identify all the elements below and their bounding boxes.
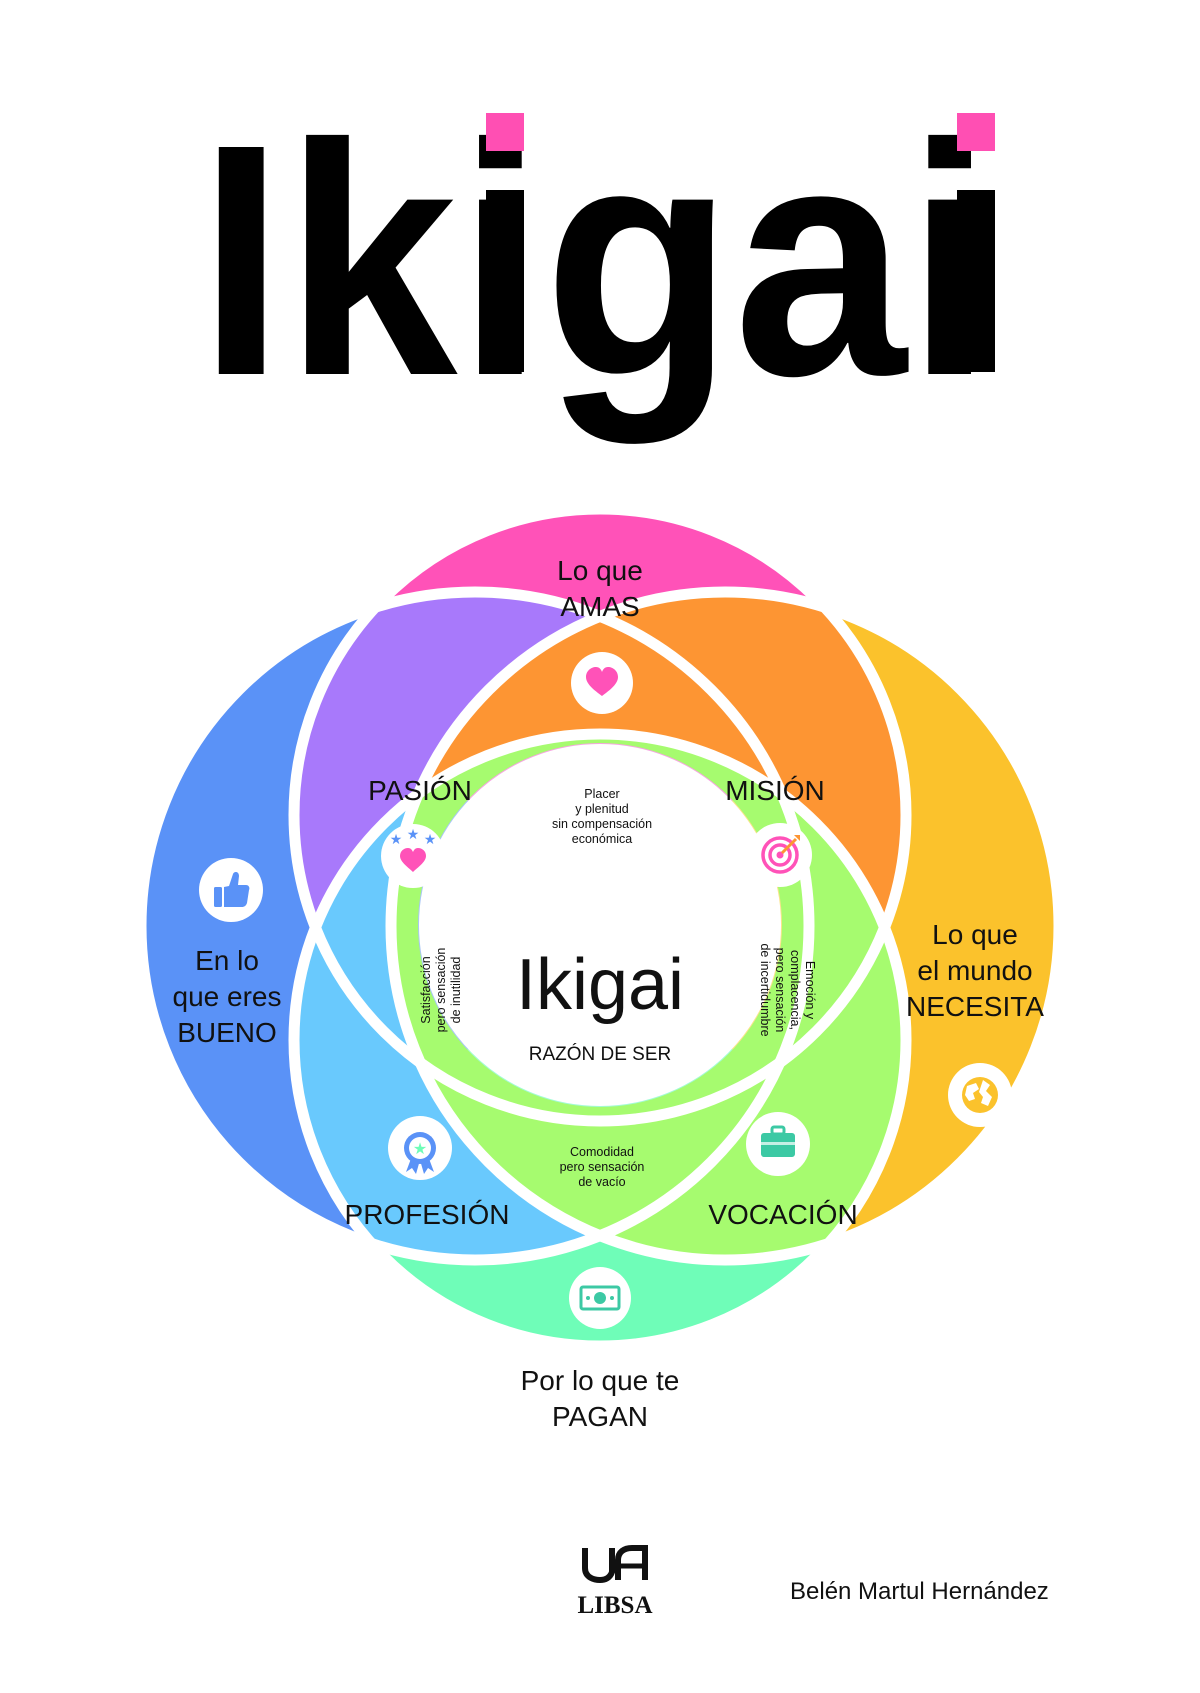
- triad-right-line: de incertidumbre: [758, 943, 772, 1036]
- label-top: Lo que AMAS: [557, 555, 643, 622]
- globe-icon: [948, 1063, 1012, 1127]
- title-accent-dot: [486, 113, 524, 151]
- briefcase-icon: [746, 1112, 810, 1176]
- label-pasion: PASIÓN: [368, 775, 472, 806]
- triad-top-text: Placer y plenitud sin compensación econó…: [552, 787, 652, 846]
- title-stem-i: [957, 190, 995, 372]
- thumbs-up-icon: [199, 858, 263, 922]
- label-right-line3: NECESITA: [906, 991, 1044, 1022]
- label-profesion: PROFESIÓN: [345, 1199, 510, 1230]
- triad-top-line: Placer: [584, 787, 619, 801]
- label-left-line1: En lo: [195, 945, 259, 976]
- center-subtitle: RAZÓN DE SER: [529, 1043, 672, 1065]
- stars-heart-icon: ★ ★ ★: [381, 824, 445, 888]
- money-icon: [569, 1267, 631, 1329]
- label-top-line2: AMAS: [560, 591, 639, 622]
- triad-bottom-line: pero sensación: [560, 1160, 645, 1174]
- triad-left-text: Satisfacción pero sensación de inutilida…: [419, 948, 463, 1033]
- title-group: Ikigai: [198, 75, 995, 446]
- publisher-name: LIBSA: [577, 1592, 652, 1619]
- svg-text:★: ★: [390, 832, 403, 848]
- label-bottom-line1: Por lo que te: [521, 1365, 680, 1396]
- label-bottom: Por lo que te PAGAN: [521, 1365, 680, 1432]
- label-right-line2: el mundo: [917, 955, 1032, 986]
- author-name: Belén Martul Hernández: [790, 1578, 1049, 1605]
- title-accent-dot: [957, 113, 995, 151]
- triad-left-line: pero sensación: [434, 948, 448, 1033]
- triad-bottom-line: de vacío: [578, 1175, 625, 1189]
- publisher-logo: LIBSA: [577, 1545, 653, 1619]
- title-stem-i: [486, 190, 524, 372]
- svg-text:★: ★: [413, 1139, 427, 1158]
- triad-bottom-line: Comodidad: [570, 1145, 634, 1159]
- triad-right-line: pero sensación: [773, 948, 787, 1033]
- triad-left-line: de inutilidad: [449, 957, 463, 1024]
- triad-top-line: y plenitud: [575, 802, 629, 816]
- award-icon: ★: [388, 1116, 452, 1180]
- label-left-line2: que eres: [173, 981, 282, 1012]
- triad-top-line: económica: [572, 832, 632, 846]
- center-title: Ikigai: [516, 945, 684, 1025]
- triad-right-line: Emoción y: [803, 961, 817, 1020]
- svg-text:★: ★: [424, 832, 437, 848]
- triad-left-line: Satisfacción: [419, 956, 433, 1023]
- triad-right-line: complacencia,: [788, 950, 802, 1030]
- label-vocacion: VOCACIÓN: [708, 1199, 857, 1230]
- target-icon: [748, 823, 812, 887]
- circle-outlines: [135, 503, 1065, 1352]
- label-right-line1: Lo que: [932, 919, 1018, 950]
- label-mision: MISIÓN: [725, 775, 825, 806]
- main-title: Ikigai: [198, 75, 993, 446]
- center-circle: [419, 744, 781, 1106]
- label-left: En lo que eres BUENO: [173, 945, 282, 1048]
- label-top-line1: Lo que: [557, 555, 643, 586]
- triad-bottom-text: Comodidad pero sensación de vacío: [560, 1145, 645, 1189]
- label-left-line3: BUENO: [177, 1017, 277, 1048]
- triad-top-line: sin compensación: [552, 817, 652, 831]
- label-right: Lo que el mundo NECESITA: [906, 919, 1044, 1022]
- triad-right-text: Emoción y complacencia, pero sensación d…: [758, 943, 817, 1036]
- svg-text:★: ★: [407, 827, 420, 843]
- heart-icon: [571, 652, 633, 714]
- label-bottom-line2: PAGAN: [552, 1401, 648, 1432]
